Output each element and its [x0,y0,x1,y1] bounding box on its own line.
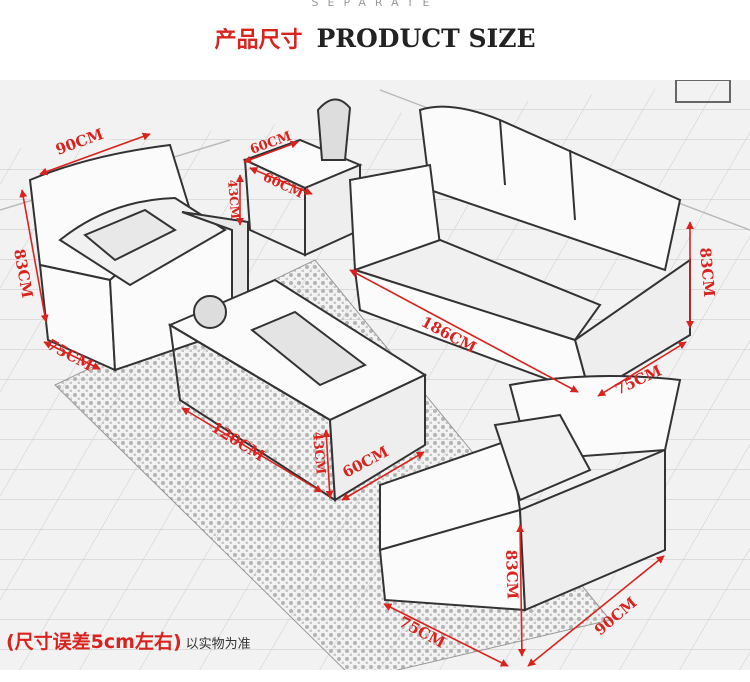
dim-side-table-height: 43CM [225,179,242,220]
page-title: 产品尺寸 PRODUCT SIZE [0,22,750,54]
bonsai-decoration [193,295,227,329]
dim-sofa-height: 83CM [696,247,718,298]
armchair-right [378,375,682,612]
tolerance-note-main: (尺寸误差5cm左右) [6,631,182,653]
title-chinese: 产品尺寸 [214,28,303,53]
furniture-sketch: 90CM 83CM 75CM 60CM 60CM 43CM 186CM 83CM… [0,80,750,670]
vase-decoration [316,98,352,161]
wall-picture-frame [675,80,731,103]
tolerance-note-sub: 以实物为准 [185,637,251,652]
title-english: PRODUCT SIZE [316,24,536,53]
dim-armchair-right-height: 83CM [502,550,522,600]
separate-label: SEPARATE [311,0,439,9]
tolerance-note: (尺寸误差5cm左右)以实物为准 [6,627,251,654]
dim-coffee-table-height: 43CM [309,431,328,475]
dimension-arrows [19,132,694,667]
